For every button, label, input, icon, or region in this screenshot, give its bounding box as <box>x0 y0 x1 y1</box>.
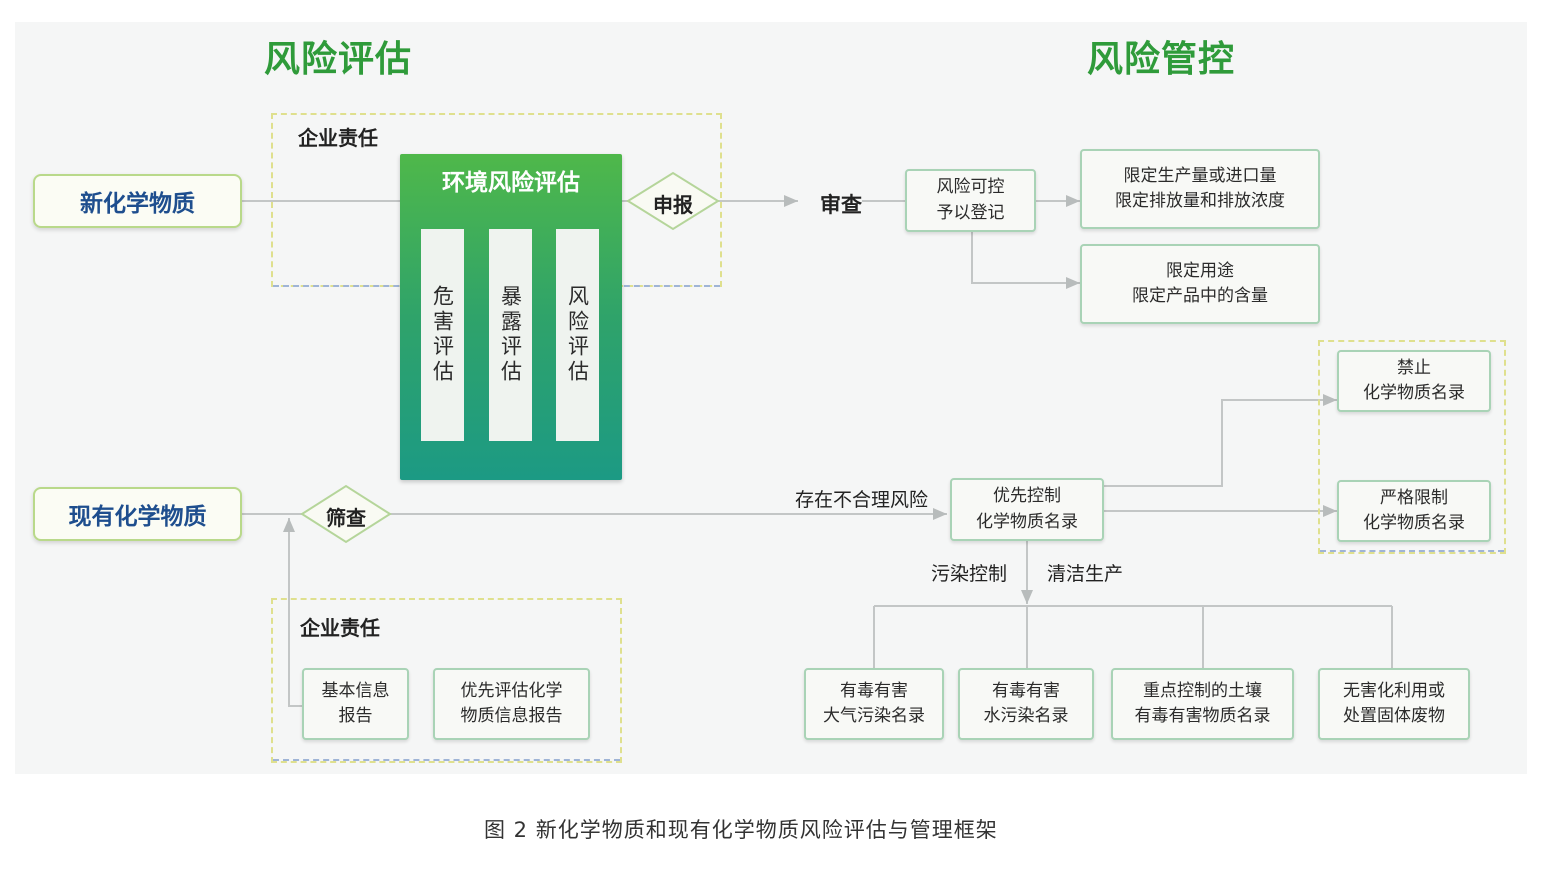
review-label: 审查 <box>820 193 862 217</box>
limit-use-content-box: 限定用途 限定产品中的含量 <box>1080 244 1320 324</box>
screening-label: 筛查 <box>326 506 366 530</box>
priority-assessment-report-box: 优先评估化学 物质信息报告 <box>433 668 590 740</box>
unreasonable-risk-label: 存在不合理风险 <box>795 489 929 511</box>
heading-risk-assessment: 风险评估 <box>264 39 413 80</box>
list-group-region <box>1318 340 1506 554</box>
pollution-control-label: 污染控制 <box>931 563 1008 585</box>
exposure-assessment-column: 暴露评估 <box>489 229 532 441</box>
existing-chemical-box: 现有化学物质 <box>33 487 242 541</box>
corporate-responsibility-region-bottom <box>271 598 622 763</box>
controllable-register-box: 风险可控 予以登记 <box>905 169 1036 232</box>
basic-info-report-box: 基本信息 报告 <box>302 668 409 740</box>
limit-production-emission-box: 限定生产量或进口量 限定排放量和排放浓度 <box>1080 149 1320 229</box>
declare-label: 申报 <box>653 193 693 217</box>
solid-waste-box: 无害化利用或 处置固体废物 <box>1318 668 1470 740</box>
declare-diamond <box>626 171 720 231</box>
soil-hazardous-list-box: 重点控制的土壤 有毒有害物质名录 <box>1111 668 1294 740</box>
water-pollution-list-box: 有毒有害 水污染名录 <box>958 668 1094 740</box>
heading-risk-control: 风险管控 <box>1087 39 1236 80</box>
air-pollution-list-box: 有毒有害 大气污染名录 <box>804 668 944 740</box>
diagram-panel <box>15 22 1527 774</box>
screening-diamond <box>300 484 392 544</box>
priority-control-list-box: 优先控制 化学物质名录 <box>950 478 1104 541</box>
dash-accent <box>273 759 620 762</box>
restricted-list-box: 严格限制 化学物质名录 <box>1337 480 1491 542</box>
clean-production-label: 清洁生产 <box>1047 563 1124 585</box>
dash-accent <box>1320 550 1504 553</box>
hazard-assessment-column: 危害评估 <box>421 229 464 441</box>
corporate-responsibility-label: 企业责任 <box>298 126 378 150</box>
env-risk-title: 环境风险评估 <box>442 170 580 196</box>
prohibited-list-box: 禁止 化学物质名录 <box>1337 350 1491 412</box>
risk-assessment-column: 风险评估 <box>556 229 599 441</box>
figure-caption: 图 2 新化学物质和现有化学物质风险评估与管理框架 <box>484 818 998 842</box>
corporate-responsibility-label: 企业责任 <box>300 616 380 640</box>
new-chemical-box: 新化学物质 <box>33 174 242 228</box>
